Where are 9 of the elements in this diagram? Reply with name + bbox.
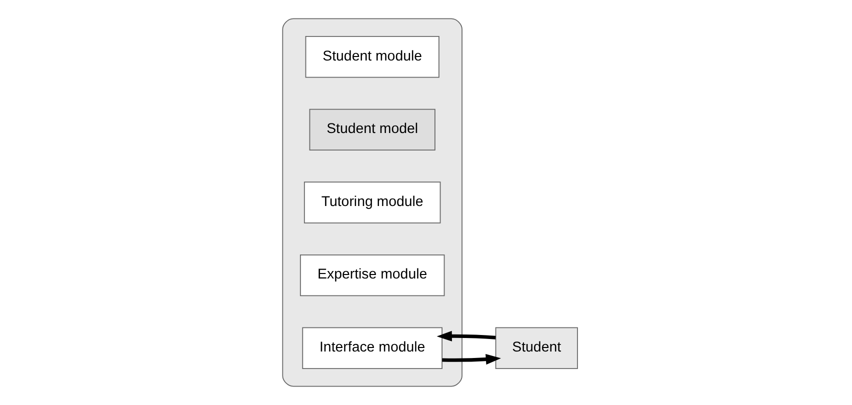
node-box: Tutoring module (303, 182, 440, 224)
arrow (436, 330, 496, 342)
node-box: Student (494, 327, 578, 369)
node-box: Student module (304, 36, 439, 78)
arrow (442, 354, 500, 365)
node-box: Student model (308, 108, 435, 151)
cluster (282, 18, 462, 387)
node-box: Expertise module (299, 254, 444, 296)
node-box: Interface module (302, 327, 442, 369)
